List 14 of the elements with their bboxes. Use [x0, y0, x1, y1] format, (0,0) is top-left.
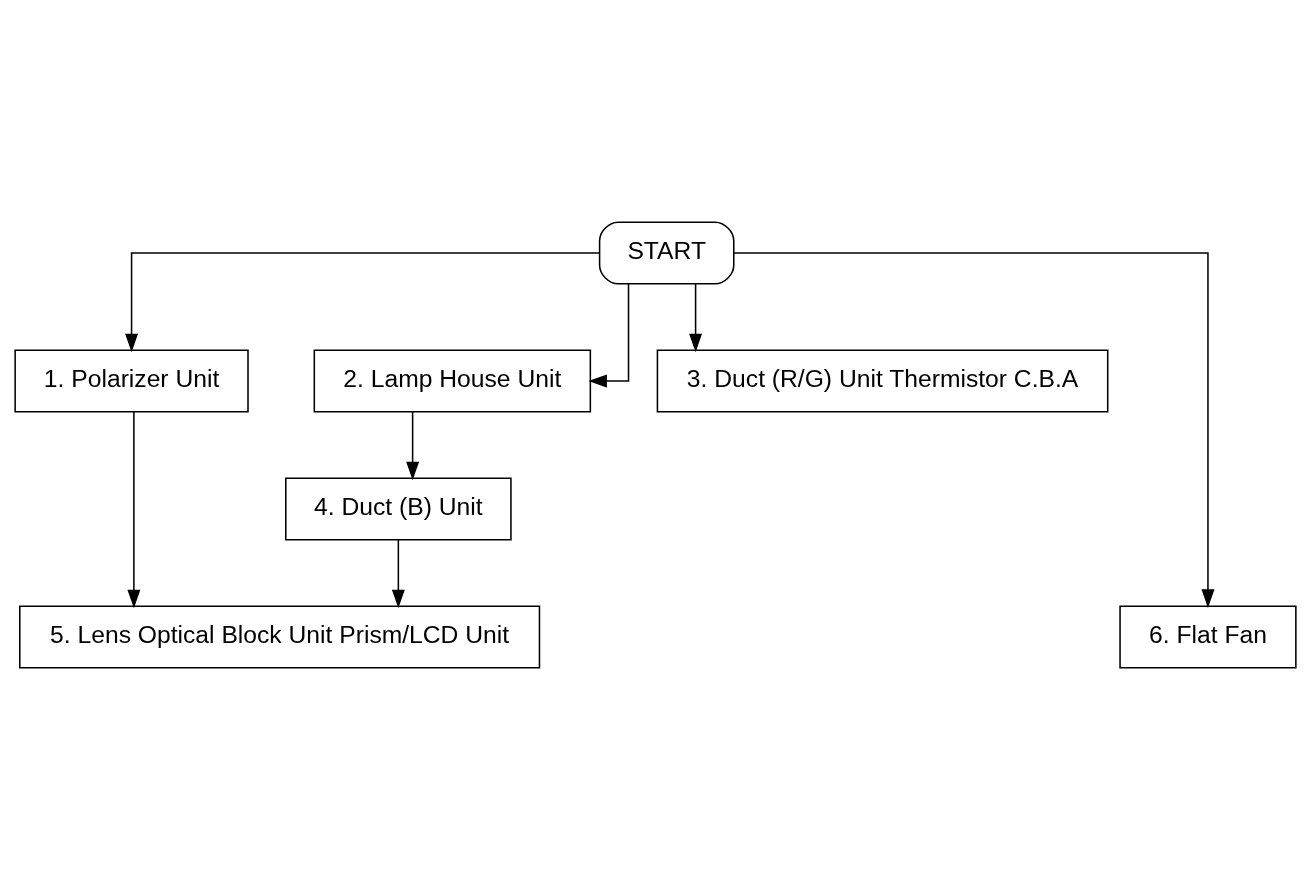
node-box: 5. Lens Optical Block Unit Prism/LCD Unit [19, 605, 541, 669]
arrow [125, 252, 601, 353]
arrow [689, 283, 703, 353]
node-box: START [598, 221, 735, 285]
arrow [127, 411, 141, 609]
node-box: 6. Flat Fan [1119, 605, 1297, 669]
node-box: 1. Polarizer Unit [14, 349, 249, 413]
node-box: 4. Duct (B) Unit [285, 477, 512, 541]
node-box: 3. Duct (R/G) Unit Thermistor C.B.A [656, 349, 1109, 413]
arrow [391, 539, 405, 609]
node-box: 2. Lamp House Unit [313, 349, 592, 413]
arrow [733, 252, 1215, 608]
arrow [588, 283, 630, 388]
arrow [406, 411, 420, 481]
